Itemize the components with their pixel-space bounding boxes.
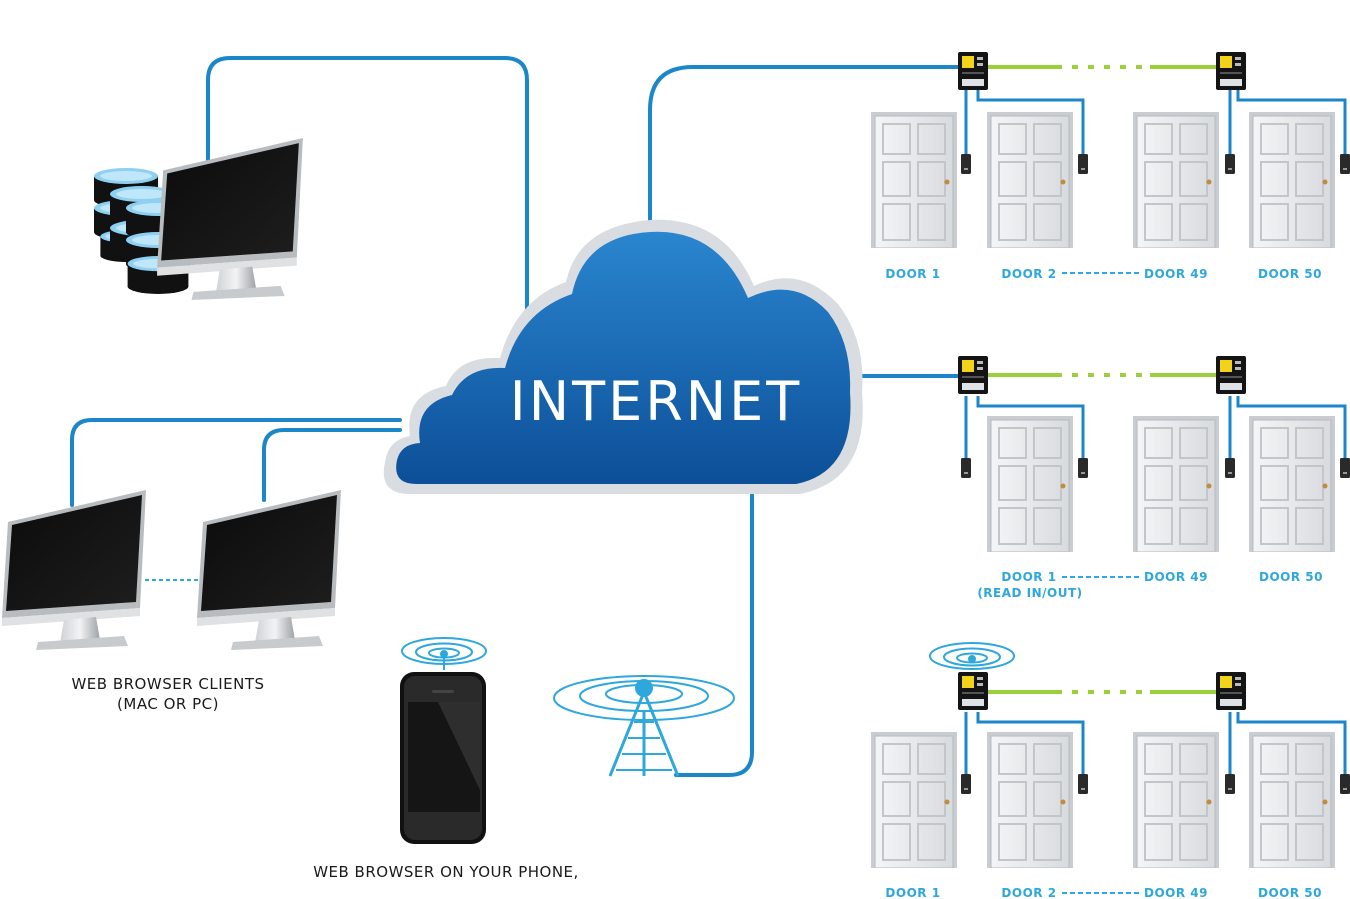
reader-icon — [1225, 774, 1235, 794]
reader-icon — [1340, 154, 1350, 174]
web-browser-clients: WEB BROWSER CLIENTS (MAC OR PC) — [2, 490, 341, 713]
cable-client-2 — [262, 428, 402, 502]
cloud-label: INTERNET — [510, 370, 802, 433]
door-icon — [871, 732, 957, 868]
door-label: DOOR 49 — [1144, 570, 1208, 584]
reader-icon — [1078, 154, 1088, 174]
cable-server — [206, 56, 529, 322]
phone-client: WEB BROWSER ON YOUR PHONE, — [313, 637, 579, 881]
door-row-1: DOOR 1 DOOR 2 DOOR 49 DOOR 50 — [871, 52, 1350, 281]
door-icon — [1249, 112, 1335, 248]
door-icon — [987, 732, 1073, 868]
door-icon — [871, 112, 957, 248]
clients-label-line1: WEB BROWSER CLIENTS — [71, 675, 264, 693]
smartphone-icon — [400, 672, 486, 844]
door-label: DOOR 49 — [1144, 267, 1208, 281]
door-row-2: DOOR 1 DOOR 49 DOOR 50 (READ IN/OUT) — [958, 356, 1350, 600]
door-label: DOOR 1 — [885, 267, 940, 281]
cable-antenna — [674, 493, 754, 777]
door-sublabel: (READ IN/OUT) — [977, 586, 1082, 600]
reader-icon — [1225, 154, 1235, 174]
door-icon — [1133, 416, 1219, 552]
door-icon — [1133, 732, 1219, 868]
controller-icon — [1216, 52, 1246, 90]
door-icon — [1249, 416, 1335, 552]
controller-icon — [1216, 356, 1246, 394]
door-icon — [1249, 732, 1335, 868]
reader-icon — [1340, 774, 1350, 794]
cloud-shape — [396, 231, 851, 484]
monitor-icon — [2, 490, 146, 650]
door-label: DOOR 49 — [1144, 886, 1208, 899]
reader-icon — [961, 458, 971, 478]
door-label: DOOR 50 — [1259, 570, 1323, 584]
door-label: DOOR 50 — [1258, 267, 1322, 281]
wifi-icon — [929, 642, 1015, 670]
controller-icon — [958, 356, 988, 394]
antenna-icon — [553, 675, 735, 777]
door-label: DOOR 1 — [1001, 570, 1056, 584]
reader-icon — [961, 774, 971, 794]
reader-icon — [1225, 458, 1235, 478]
reader-icon — [1078, 774, 1088, 794]
cable-client-1 — [70, 418, 402, 507]
door-label: DOOR 2 — [1001, 267, 1056, 281]
reader-icon — [1340, 458, 1350, 478]
monitor-icon — [197, 490, 341, 650]
door-icon — [987, 112, 1073, 248]
door-icon — [987, 416, 1073, 552]
door-label: DOOR 2 — [1001, 886, 1056, 899]
server-workstation — [94, 138, 303, 300]
controller-icon — [958, 672, 988, 710]
door-row-3: DOOR 1 DOOR 2 DOOR 49 DOOR 50 — [871, 642, 1350, 899]
controller-icon — [1216, 672, 1246, 710]
wifi-icon — [401, 637, 487, 670]
controller-icon — [958, 52, 988, 90]
door-label: DOOR 1 — [885, 886, 940, 899]
clients-label-line2: (MAC OR PC) — [117, 695, 219, 713]
reader-icon — [961, 154, 971, 174]
cables — [70, 56, 962, 777]
cable-door-row-1 — [648, 65, 962, 224]
reader-icon — [1078, 458, 1088, 478]
door-label: DOOR 50 — [1258, 886, 1322, 899]
phone-label: WEB BROWSER ON YOUR PHONE, — [313, 863, 579, 881]
door-icon — [1133, 112, 1219, 248]
internet-cloud: INTERNET — [383, 219, 863, 494]
